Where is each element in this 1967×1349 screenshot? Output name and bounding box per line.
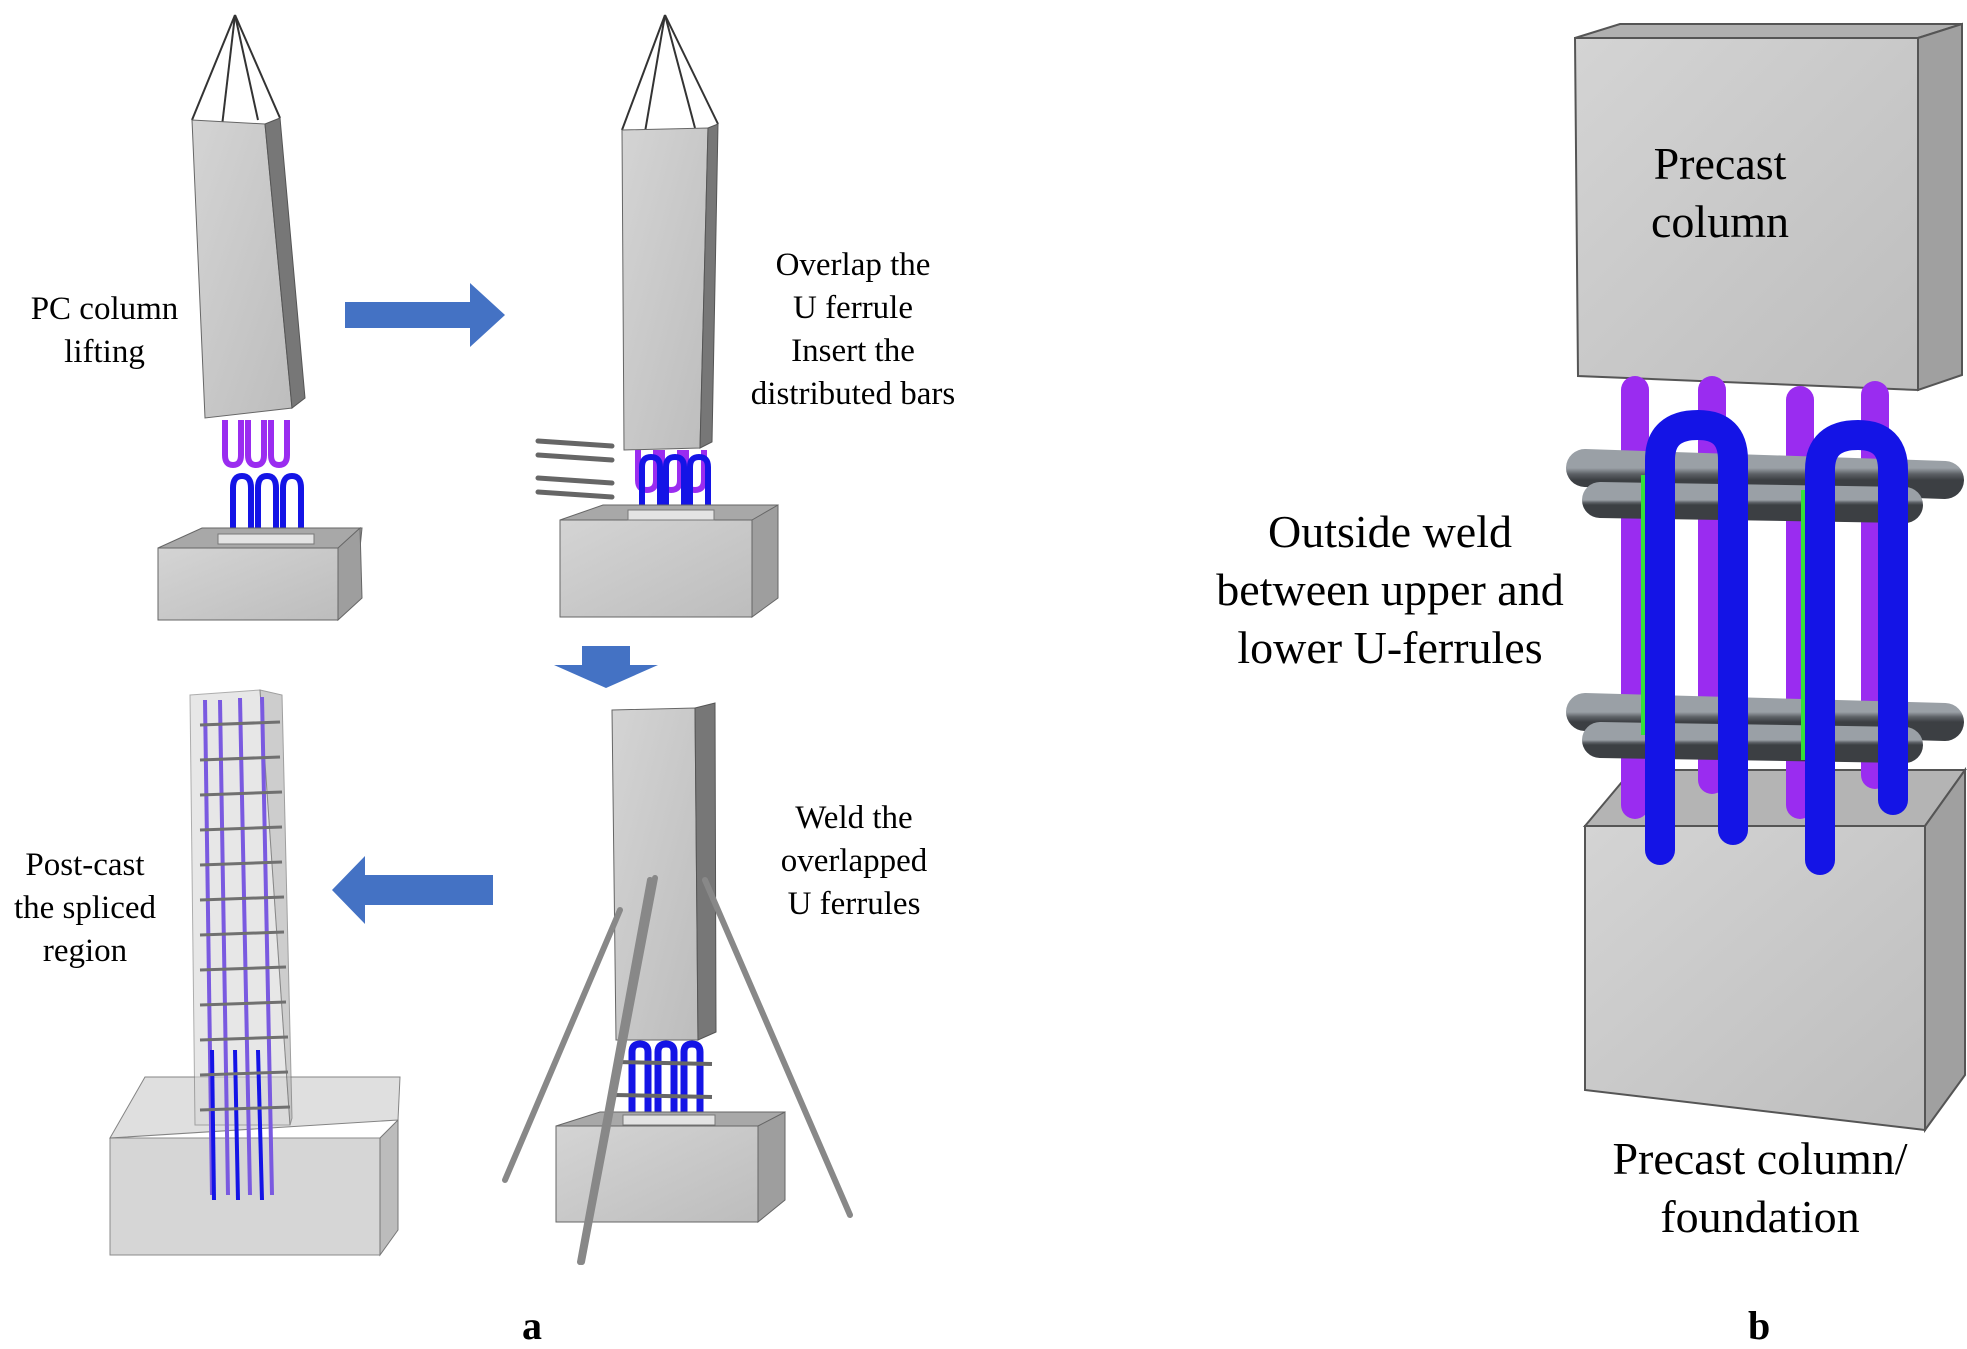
step3-line-1: Weld the <box>795 800 913 836</box>
upper-block-line-1: Precast <box>1653 138 1787 189</box>
step4-line-1: Post-cast <box>25 847 145 883</box>
weld-line-1: Outside weld <box>1267 506 1512 557</box>
bracing-rods <box>502 875 853 1265</box>
lifting-sling-2 <box>621 14 719 133</box>
lower-block-line-1: Precast column/ <box>1612 1133 1908 1184</box>
step4-line-2: the spliced <box>13 889 157 926</box>
step2-label: Overlap the U ferrule Insert the distrib… <box>723 244 983 416</box>
upper-block-line-2: column <box>1651 195 1789 247</box>
welded-ferrules-3 <box>628 1040 704 1112</box>
reinforcement-cage <box>199 696 291 1201</box>
upper-u-ferrules <box>222 420 290 469</box>
panel-a-label: a <box>522 1303 542 1348</box>
foundation-block <box>157 526 363 622</box>
step1-lifting-illustration <box>157 14 363 622</box>
distributed-bars-2 <box>535 438 615 500</box>
panel-b-illustration <box>1566 22 1967 1134</box>
step2-line-1: Overlap the <box>775 247 931 283</box>
weld-line-2: between upper and <box>1216 563 1564 615</box>
step2-line-4: distributed bars <box>750 375 956 412</box>
step3-line-3: U ferrules <box>787 885 921 922</box>
panel-b-label: b <box>1748 1303 1771 1348</box>
upper-block-label: Precast column <box>1620 135 1820 251</box>
arrow-down <box>554 646 658 688</box>
step1-line-1: PC column <box>30 291 179 327</box>
step3-label: Weld the overlapped U ferrules <box>744 797 964 926</box>
lower-precast-block <box>1582 766 1967 1134</box>
distributed-bars-3 <box>614 1060 713 1099</box>
foundation-block-2 <box>559 504 779 618</box>
arrow-left <box>332 856 493 924</box>
weld-label: Outside weld between upper and lower U-f… <box>1200 503 1580 677</box>
lifting-sling <box>191 14 281 127</box>
step3-weld-illustration <box>502 702 853 1265</box>
step4-line-3: region <box>42 932 128 969</box>
upper-precast-column-block <box>1573 22 1963 392</box>
lower-u-ferrules-b <box>1645 409 1908 875</box>
foundation-block-3 <box>555 1111 786 1224</box>
overlapped-ferrules-2 <box>635 450 711 505</box>
step4-label: Post-cast the spliced region <box>0 844 170 973</box>
step3-line-2: overlapped <box>780 842 928 879</box>
precast-column-2 <box>621 123 719 451</box>
weld-line-3: lower U-ferrules <box>1237 621 1543 673</box>
step4-postcast-illustration <box>109 689 401 1257</box>
step1-label: PC column lifting <box>12 288 197 374</box>
step2-overlap-illustration <box>535 14 779 618</box>
step1-line-2: lifting <box>64 333 145 370</box>
lower-block-label: Precast column/ foundation <box>1575 1130 1945 1246</box>
lower-block-line-2: foundation <box>1660 1190 1860 1242</box>
weld-lines <box>1641 475 1805 760</box>
lower-u-ferrules <box>230 472 304 538</box>
step2-line-2: U ferrule <box>792 289 913 326</box>
arrow-right <box>345 283 505 347</box>
step2-line-3: Insert the <box>791 332 915 369</box>
precast-column <box>191 117 306 419</box>
